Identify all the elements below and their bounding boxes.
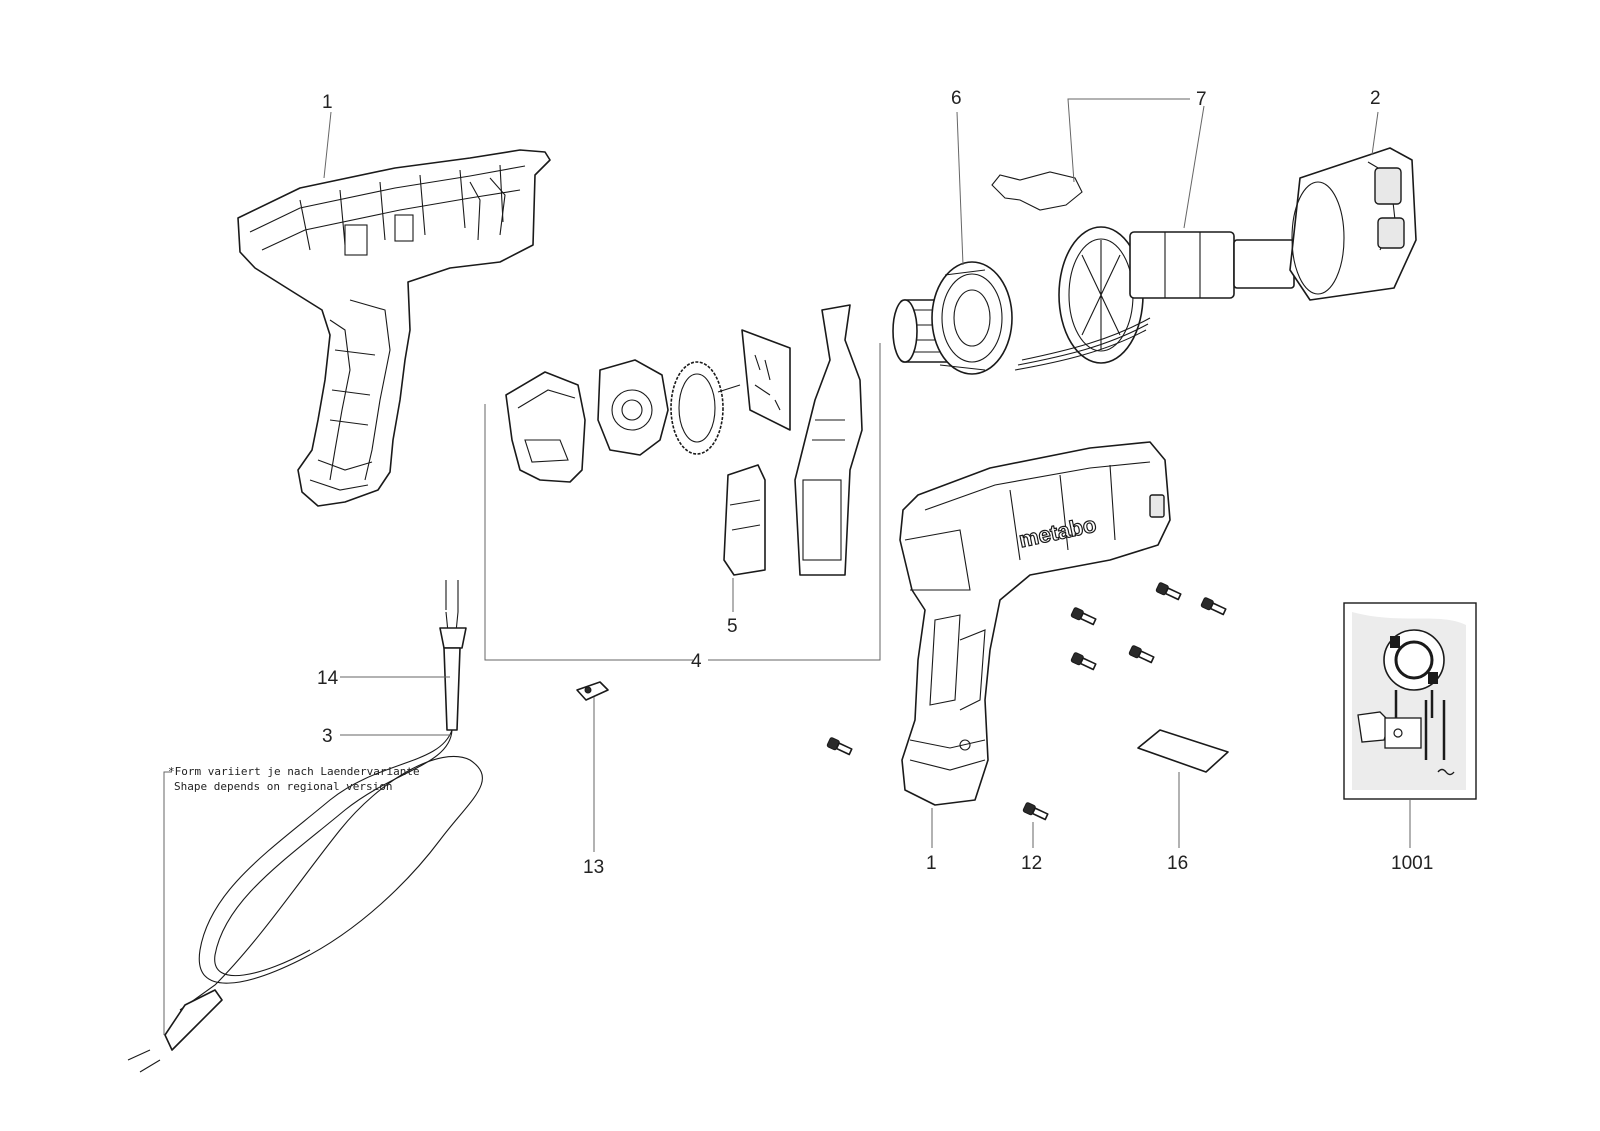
callout-14: 14 bbox=[317, 668, 339, 689]
part-rating-label bbox=[1137, 729, 1229, 773]
part-switch-cover bbox=[505, 371, 586, 483]
callout-12: 12 bbox=[1021, 853, 1042, 874]
part-switch-module bbox=[794, 304, 863, 576]
callout-1-top: 1 bbox=[322, 92, 333, 113]
callout-4: 4 bbox=[691, 651, 702, 672]
part-slider-switch bbox=[723, 464, 766, 576]
part-wiring-diagram bbox=[1343, 602, 1477, 800]
bracket-4-right bbox=[708, 343, 881, 661]
part-heating-element bbox=[991, 171, 1295, 371]
part-screws bbox=[826, 582, 1227, 821]
callout-1-bottom: 1 bbox=[926, 853, 937, 874]
part-motor bbox=[892, 261, 1013, 375]
callout-6: 6 bbox=[951, 88, 962, 109]
note-line-2: Shape depends on regional version bbox=[174, 780, 393, 793]
part-gear-wheel bbox=[670, 361, 741, 455]
part-power-cord bbox=[127, 580, 483, 1073]
part-circuit-board bbox=[741, 329, 791, 431]
part-selector-ring bbox=[597, 359, 669, 456]
callout-7: 7 bbox=[1196, 89, 1207, 110]
note-leader bbox=[163, 771, 172, 1035]
callout-13: 13 bbox=[583, 857, 604, 878]
callout-1001: 1001 bbox=[1391, 853, 1433, 874]
callout-3: 3 bbox=[322, 726, 333, 747]
callout-5: 5 bbox=[727, 616, 738, 637]
bracket-4-left bbox=[484, 404, 693, 661]
part-assembled-heat-gun: metabo bbox=[899, 441, 1171, 806]
note-line-1: *Form variiert je nach Laendervariante bbox=[168, 765, 420, 778]
callout-16: 16 bbox=[1167, 853, 1188, 874]
part-nozzle-cap bbox=[1289, 147, 1417, 301]
callout-2: 2 bbox=[1370, 88, 1381, 109]
part-cable-clip bbox=[576, 681, 609, 701]
part-housing-half-shell bbox=[237, 149, 551, 507]
